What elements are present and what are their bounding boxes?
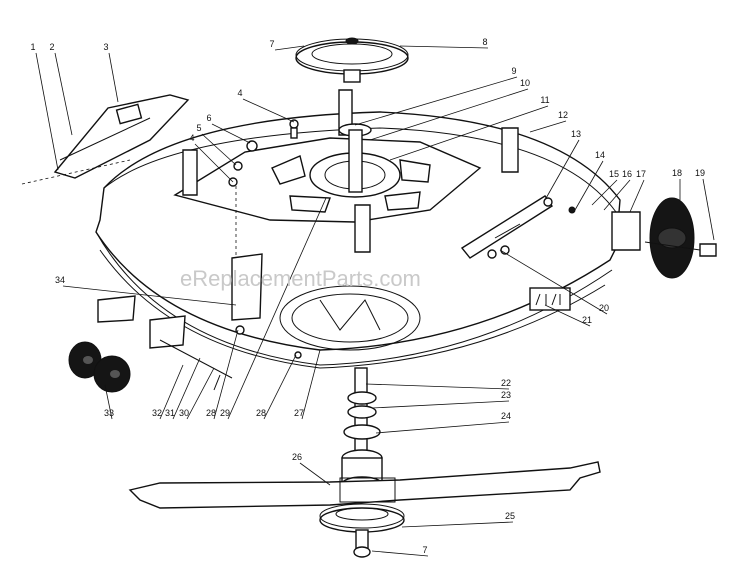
mower-blade: [128, 461, 601, 509]
callout-leader-15: [591, 179, 618, 206]
callout-label-32: 28: [256, 408, 266, 418]
callout-label-25: 24: [501, 411, 511, 421]
callout-leader-17: [629, 179, 645, 213]
callout-label-5: 4: [237, 88, 242, 98]
callout-label-18: 18: [672, 168, 682, 178]
callout-leader-9: [529, 120, 567, 133]
callout-leader-30: [213, 329, 239, 420]
callout-leader-24: [371, 400, 510, 409]
discharge-guard: [53, 94, 190, 179]
callout-label-8: 11: [540, 95, 549, 105]
callout-label-4: 8: [482, 37, 487, 47]
callout-label-21: 20: [599, 303, 609, 313]
callout-label-33: 27: [294, 408, 304, 418]
callout-leader-31: [227, 197, 327, 420]
callout-label-23: 22: [501, 378, 511, 388]
callout-label-19: 19: [695, 168, 705, 178]
wheel: [644, 197, 717, 279]
callout-label-7: 10: [520, 78, 530, 88]
callout-leader-11: [201, 133, 237, 166]
callout-label-11: 5: [196, 123, 201, 133]
callout-leader-34: [299, 462, 331, 486]
callout-leader-5: [242, 98, 295, 123]
callout-label-34: 26: [292, 452, 302, 462]
callout-leader-12: [194, 143, 234, 183]
callout-label-36: 7: [422, 545, 427, 555]
callout-label-17: 17: [636, 169, 646, 179]
callout-label-35: 25: [505, 511, 515, 521]
callout-leader-21: [499, 249, 608, 315]
callout-leader-16: [603, 179, 631, 211]
callout-leader-22: [544, 304, 591, 327]
callout-leader-8: [389, 105, 549, 161]
callout-leader-28: [172, 357, 201, 420]
callout-leader-7: [369, 88, 529, 141]
callout-label-16: 16: [622, 169, 632, 179]
callout-leader-lines: [35, 45, 715, 557]
callout-leader-33: [301, 349, 321, 420]
callout-label-10: 6: [206, 113, 211, 123]
callout-label-20: 34: [55, 275, 65, 285]
callout-label-26: 33: [104, 408, 114, 418]
callout-leader-19: [702, 178, 715, 241]
callout-leader-1: [54, 52, 73, 136]
callout-leader-36: [371, 550, 429, 557]
callout-leader-4: [399, 45, 489, 49]
callout-leader-35: [401, 521, 514, 528]
callout-label-0: 1: [30, 42, 35, 52]
callout-label-27: 32: [152, 408, 162, 418]
callout-label-28: 31: [165, 408, 175, 418]
callout-label-3: 7: [269, 39, 274, 49]
deck-assembly-drawing: [21, 37, 717, 558]
callout-leader-23: [365, 383, 510, 390]
callout-label-29: 30: [179, 408, 189, 418]
callout-label-30: 28: [206, 408, 216, 418]
callout-label-15: 15: [609, 169, 619, 179]
pulley: [295, 37, 409, 83]
gauge-wheels: [68, 341, 131, 393]
callout-leader-2: [108, 52, 119, 103]
callout-leader-29: [186, 367, 215, 420]
callout-leader-10: [211, 123, 251, 144]
callout-label-12: 4: [189, 133, 194, 143]
callout-leader-20: [62, 285, 237, 306]
callout-leader-14: [574, 160, 604, 211]
callout-label-31: 29: [220, 408, 230, 418]
callout-leader-27: [159, 364, 184, 420]
callout-label-1: 2: [49, 42, 54, 52]
callout-leader-13: [544, 139, 580, 201]
callout-label-22: 21: [582, 315, 592, 325]
callout-leader-6: [354, 76, 518, 126]
callout-label-6: 9: [511, 66, 516, 76]
callout-leader-0: [35, 52, 59, 171]
callout-label-14: 14: [595, 150, 605, 160]
callout-label-24: 23: [501, 390, 511, 400]
watermark-text: eReplacementParts.com: [180, 266, 421, 291]
callout-label-13: 13: [571, 129, 581, 139]
callout-leader-32: [263, 354, 297, 420]
callout-leader-26: [104, 384, 113, 420]
callout-label-2: 3: [103, 42, 108, 52]
callout-label-9: 12: [558, 110, 568, 120]
callout-leader-3: [274, 45, 305, 51]
callout-leader-25: [375, 421, 510, 434]
